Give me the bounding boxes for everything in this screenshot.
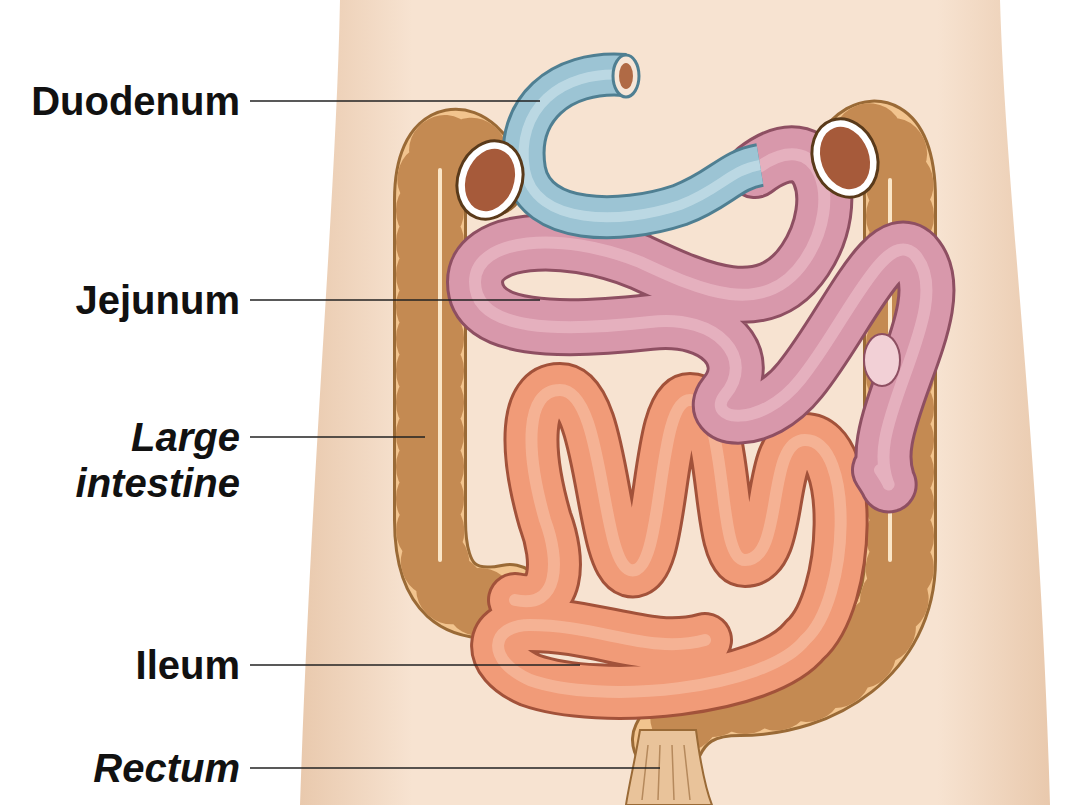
duodenum-tube <box>524 55 760 217</box>
part-label: Large intestine <box>10 414 240 506</box>
leader-line <box>250 299 540 301</box>
part-label: Duodenum <box>10 78 240 124</box>
leader-lines <box>250 101 660 768</box>
leader-line <box>250 664 580 666</box>
part-label: Rectum <box>10 745 240 791</box>
part-label: Ileum <box>10 642 240 688</box>
leader-line <box>250 100 540 102</box>
torso-outline <box>300 0 1050 805</box>
part-label: Jejunum <box>10 277 240 323</box>
leader-line <box>250 767 660 769</box>
leader-line <box>250 436 425 438</box>
colon-cut-ends <box>446 109 889 228</box>
ileum-loops <box>498 390 841 692</box>
